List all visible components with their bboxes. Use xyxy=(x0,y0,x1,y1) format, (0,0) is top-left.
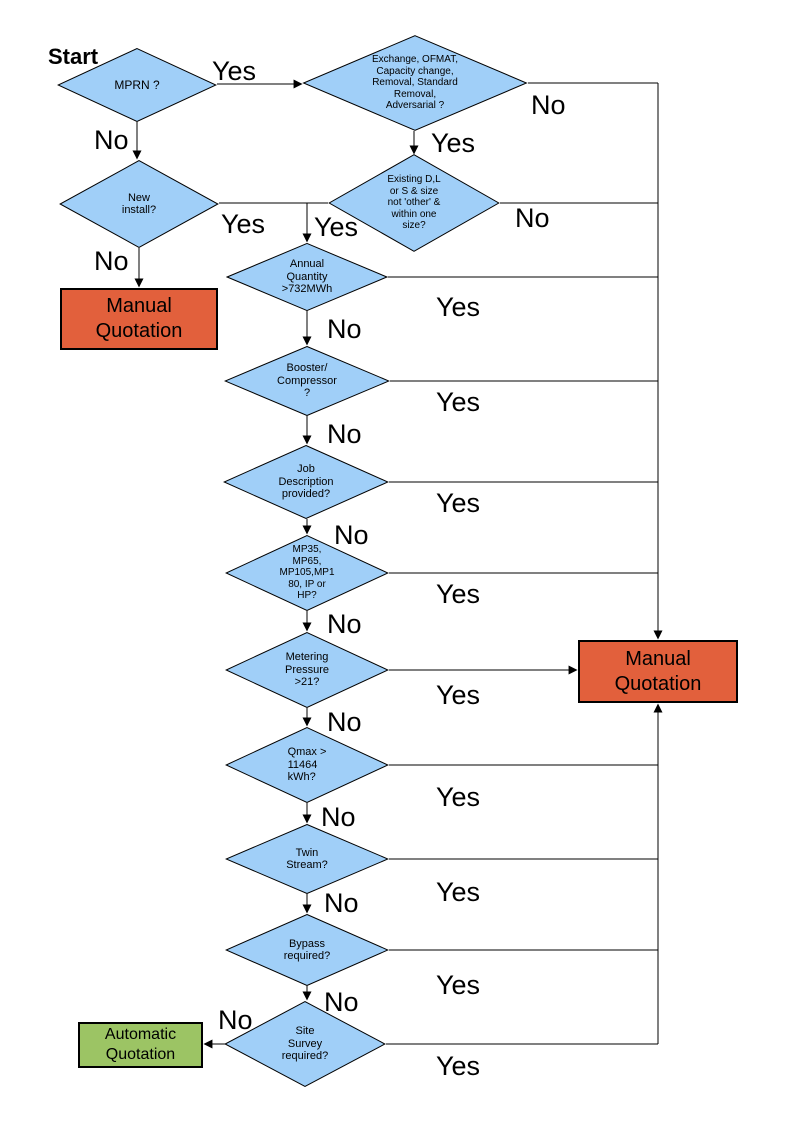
diamond-shape xyxy=(59,160,219,248)
decision-booster-compressor: Booster/ Compressor ? xyxy=(224,346,390,416)
decision-metering-pressure-label: Metering Pressure >21? xyxy=(284,651,330,689)
decision-existing-size-label: Existing D,L or S & size not 'other' & w… xyxy=(387,174,441,232)
edge-label-annual-no: No xyxy=(327,314,362,344)
diamond-shape xyxy=(225,914,389,986)
diamond-shape xyxy=(225,727,389,803)
edge-label-site-yes: Yes xyxy=(436,1051,481,1081)
edge-label-mprn-yes: Yes xyxy=(212,56,257,86)
edge-label-job-no: No xyxy=(334,520,369,550)
decision-mprn: MPRN ? xyxy=(57,48,217,122)
diamond-shape xyxy=(226,243,388,311)
decision-site-survey-label: Site Survey required? xyxy=(281,1025,329,1063)
edge-label-twin-yes: Yes xyxy=(436,877,481,907)
edge-label-mp-no: No xyxy=(327,609,362,639)
decision-annual-quantity: Annual Quantity >732MWh xyxy=(226,243,388,311)
decision-mprn-label: MPRN ? xyxy=(114,77,160,92)
edge-label-existing-no: No xyxy=(515,203,550,233)
decision-annual-quantity-label: Annual Quantity >732MWh xyxy=(281,258,333,296)
decision-booster-compressor-label: Booster/ Compressor ? xyxy=(277,362,337,400)
diamond-shape xyxy=(328,154,500,252)
decision-job-description: Job Description provided? xyxy=(223,445,389,519)
edge-label-metering-yes: Yes xyxy=(436,680,481,710)
diamond-shape xyxy=(224,1001,386,1087)
edge-label-booster-yes: Yes xyxy=(436,387,481,417)
decision-job-description-label: Job Description provided? xyxy=(278,463,334,501)
diamond-shape xyxy=(223,445,389,519)
decision-qmax: Qmax > 11464 kWh? xyxy=(225,727,389,803)
decision-existing-size: Existing D,L or S & size not 'other' & w… xyxy=(328,154,500,252)
manual-quotation-left-box: Manual Quotation xyxy=(60,288,218,350)
manual-quotation-right-box: Manual Quotation xyxy=(578,640,738,703)
edge-label-new-install-yes: Yes xyxy=(221,209,266,239)
decision-qmax-label: Qmax > 11464 kWh? xyxy=(287,746,327,784)
edge-label-job-yes: Yes xyxy=(436,488,481,518)
decision-pressure-range: MP35, MP65, MP105,MP1 80, IP or HP? xyxy=(225,535,389,611)
edge-label-booster-no: No xyxy=(327,419,362,449)
decision-site-survey: Site Survey required? xyxy=(224,1001,386,1087)
automatic-quotation-box: Automatic Quotation xyxy=(78,1022,203,1068)
edge-label-metering-no: No xyxy=(327,707,362,737)
decision-twin-stream-label: Twin Stream? xyxy=(286,846,328,872)
decision-bypass-required: Bypass required? xyxy=(225,914,389,986)
diamond-shape xyxy=(225,535,389,611)
decision-pressure-range-label: MP35, MP65, MP105,MP1 80, IP or HP? xyxy=(279,544,335,602)
decision-twin-stream: Twin Stream? xyxy=(225,824,389,894)
decision-new-install-label: New install? xyxy=(121,191,157,217)
edge-label-existing-yes: Yes xyxy=(314,212,359,242)
edge-label-site-no: No xyxy=(218,1005,253,1035)
diamond-shape xyxy=(225,632,389,708)
decision-metering-pressure: Metering Pressure >21? xyxy=(225,632,389,708)
edge-label-qmax-no: No xyxy=(321,802,356,832)
decision-bypass-required-label: Bypass required? xyxy=(283,937,331,963)
edge-label-annual-yes: Yes xyxy=(436,292,481,322)
edge-label-exchange-yes: Yes xyxy=(431,128,476,158)
edge-label-mprn-no: No xyxy=(94,125,129,155)
edge-label-mp-yes: Yes xyxy=(436,579,481,609)
diamond-shape xyxy=(225,824,389,894)
diamond-shape xyxy=(302,35,528,131)
diamond-shape xyxy=(224,346,390,416)
decision-exchange-types-label: Exchange, OFMAT, Capacity change, Remova… xyxy=(372,54,458,112)
decision-exchange-types: Exchange, OFMAT, Capacity change, Remova… xyxy=(302,35,528,131)
diamond-shape xyxy=(57,48,217,122)
edge-label-new-install-no: No xyxy=(94,246,129,276)
edge-label-bypass-no: No xyxy=(324,987,359,1017)
decision-new-install: New install? xyxy=(59,160,219,248)
edge-label-qmax-yes: Yes xyxy=(436,782,481,812)
edge-label-twin-no: No xyxy=(324,888,359,918)
edge-label-bypass-yes: Yes xyxy=(436,970,481,1000)
edge-label-exchange-no: No xyxy=(531,90,566,120)
start-label: Start xyxy=(48,44,99,69)
